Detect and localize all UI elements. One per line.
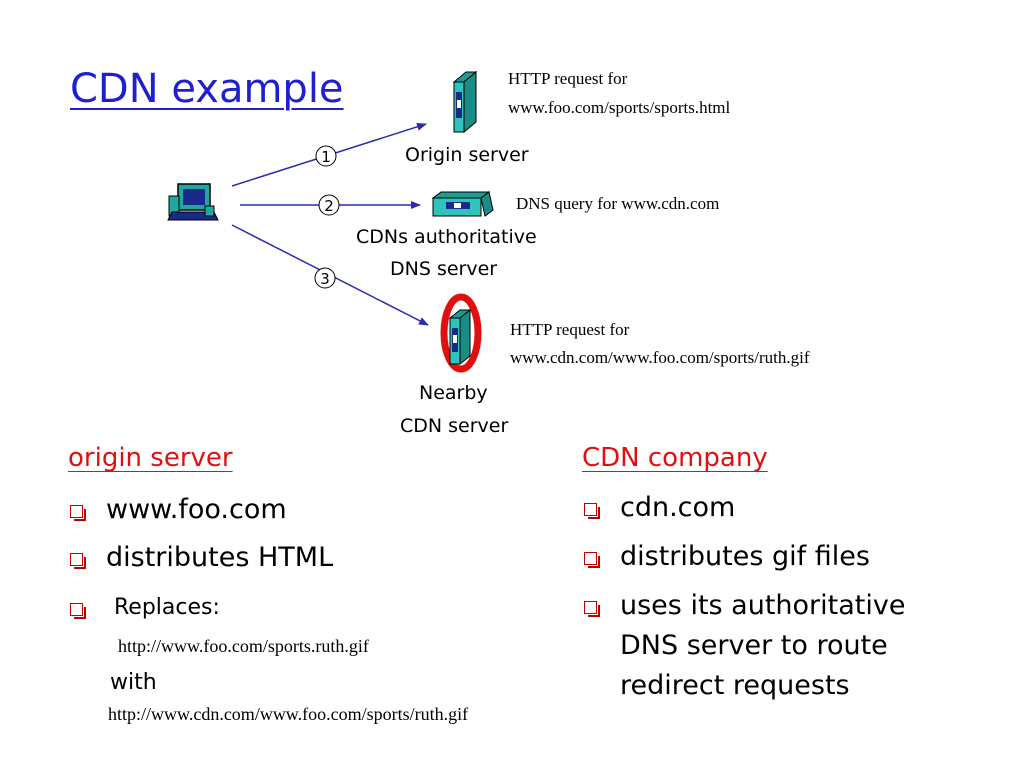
bullet-icon	[584, 503, 600, 519]
left-bullet-1: www.foo.com	[70, 494, 287, 530]
cdn-note-line1: HTTP request for	[510, 320, 630, 339]
dns-server-icon	[431, 191, 494, 217]
cdn-company-heading: CDN company	[582, 443, 768, 473]
right-bullet-3-line3: redirect requests	[620, 670, 850, 701]
step-3-badge: 3	[314, 267, 336, 289]
bullet-icon	[70, 603, 86, 619]
bullet-icon	[584, 552, 600, 568]
origin-note-line1: HTTP request for	[508, 69, 628, 88]
origin-note-line2: www.foo.com/sports/sports.html	[508, 98, 731, 117]
new-url: http://www.cdn.com/www.foo.com/sports/ru…	[108, 704, 469, 724]
client-computer-icon	[167, 183, 219, 221]
right-bullet-1: cdn.com	[584, 492, 735, 528]
dns-label-line1: CDNs authoritative	[356, 226, 537, 248]
old-url: http://www.foo.com/sports.ruth.gif	[118, 636, 369, 656]
with-text: with	[110, 670, 157, 695]
right-bullet-3-line1: uses its authoritative	[620, 590, 906, 621]
svg-text:3: 3	[320, 270, 330, 288]
right-bullet-2: distributes gif files	[584, 541, 870, 577]
svg-text:2: 2	[324, 197, 334, 215]
origin-server-label: Origin server	[405, 144, 529, 166]
step-1-badge: 1	[315, 145, 337, 167]
origin-server-heading: origin server	[68, 443, 233, 473]
bullet-icon	[70, 505, 86, 521]
cdn-label-line1: Nearby	[419, 382, 488, 404]
cdn-label-line2: CDN server	[400, 415, 509, 437]
slide-title: CDN example	[70, 66, 344, 112]
cdn-server-icon	[440, 293, 482, 373]
svg-text:1: 1	[321, 148, 331, 166]
step-2-badge: 2	[318, 194, 340, 216]
bullet-icon	[584, 601, 600, 617]
bullet-icon	[70, 553, 86, 569]
cdn-note-line2: www.cdn.com/www.foo.com/sports/ruth.gif	[510, 348, 810, 367]
dns-query-note: DNS query for www.cdn.com	[516, 194, 720, 213]
right-bullet-3-line2: DNS server to route	[620, 630, 888, 661]
right-bullet-3: uses its authoritative DNS server to rou…	[584, 590, 905, 706]
left-bullet-2: distributes HTML	[70, 542, 333, 578]
left-bullet-3: Replaces:	[70, 594, 220, 628]
dns-label-line2: DNS server	[390, 258, 498, 280]
origin-server-icon	[452, 70, 478, 134]
